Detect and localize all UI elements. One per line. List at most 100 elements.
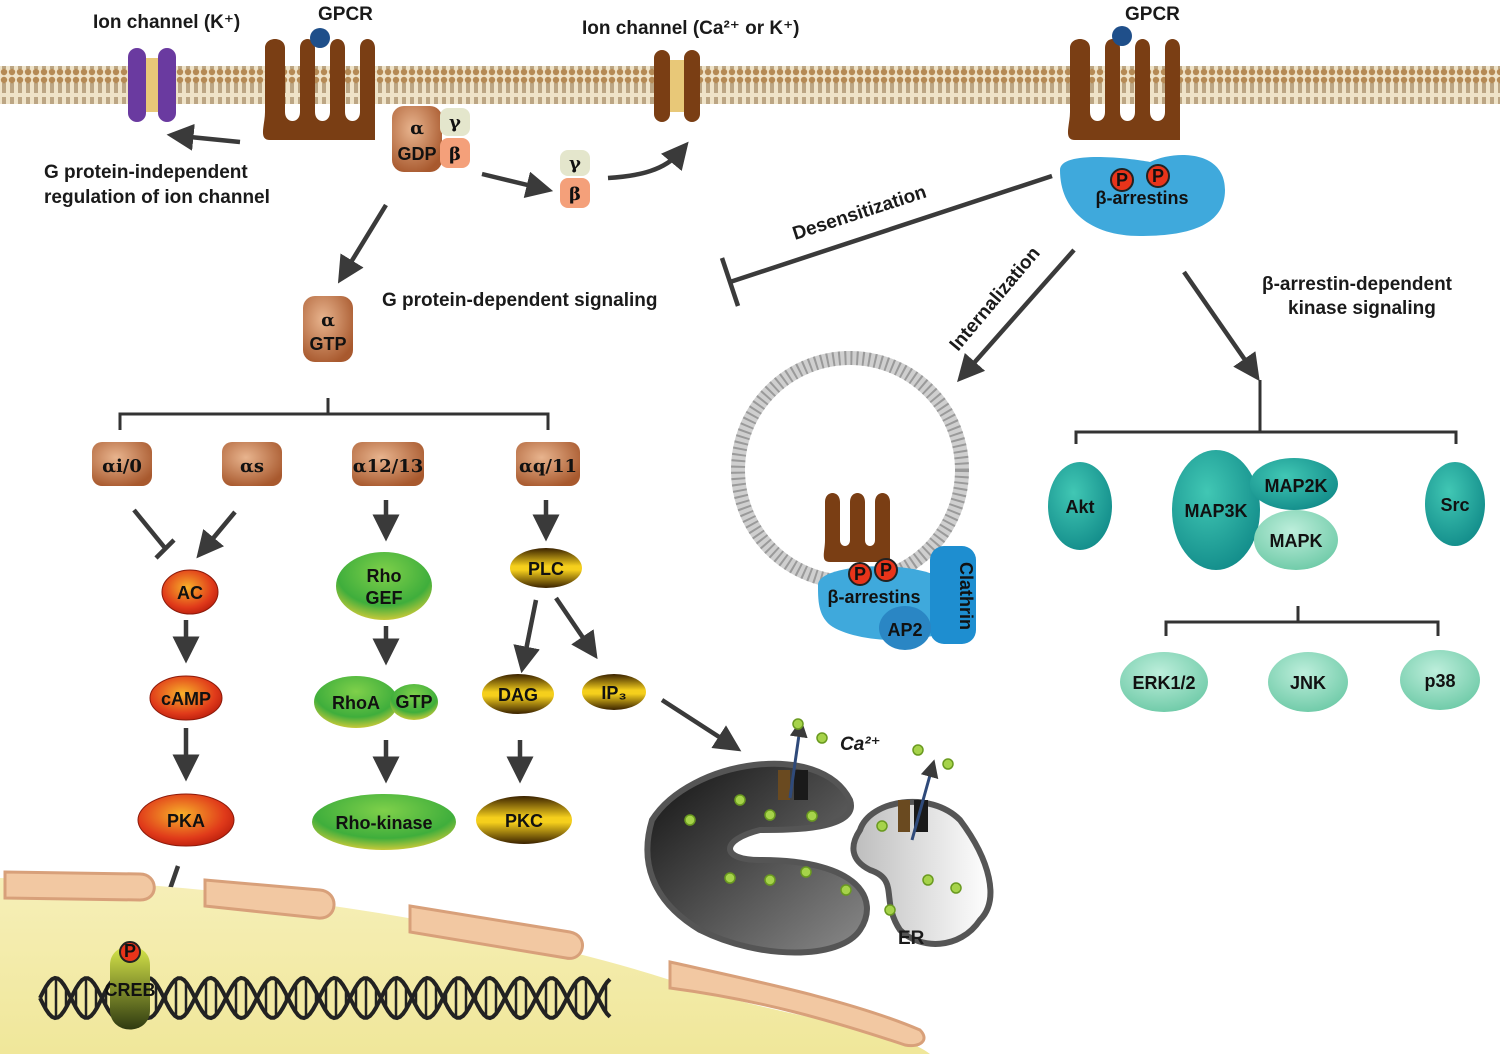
map2k-node [1250, 458, 1338, 510]
er-ca-channel-icon-2 [898, 759, 939, 841]
pka-node [137, 793, 235, 847]
rhoa-node [314, 676, 398, 728]
rhoa-gtp-node [390, 684, 438, 720]
ca-label: Ca²⁺ [840, 734, 881, 755]
creb-label: CREB [104, 980, 155, 1000]
alpha-1213-label: α12/13 [353, 456, 424, 477]
plasma-membrane [0, 66, 1500, 104]
internal-phospho-1: P [854, 564, 866, 584]
alpha-1213-node: α12/13 [352, 442, 424, 486]
alpha-i0-label: αi/0 [102, 456, 142, 477]
branch-bracket-mapk [1164, 606, 1440, 636]
ion-channel-k-label: Ion channel (K⁺) [93, 12, 240, 33]
bg-gamma-label: γ [569, 153, 581, 174]
alpha-s-label: αs [240, 456, 264, 477]
alpha-gtp-alpha-label: α [321, 310, 335, 331]
arrow-to-ca-channel [607, 141, 689, 181]
ac-label: AC [177, 583, 203, 603]
gpcr-right-icon [1067, 26, 1180, 140]
alpha-q11-label: αq/11 [519, 456, 577, 477]
ap2-label: AP2 [887, 620, 922, 640]
rho-kinase-label: Rho-kinase [335, 813, 432, 833]
src-label: Src [1440, 495, 1469, 515]
jnk-label: JNK [1290, 673, 1326, 693]
bg-beta-label: β [569, 184, 581, 205]
pkc-node [476, 796, 572, 844]
p38-label: p38 [1424, 671, 1455, 691]
g-gdp-label: GDP [397, 144, 436, 164]
er-organelle [644, 750, 994, 956]
inhibit-line-ac [132, 508, 167, 550]
ion-channel-k-icon [128, 48, 176, 122]
branch-bracket-kinase [1074, 380, 1458, 444]
g-gamma-label: γ [449, 112, 461, 133]
camp-node [149, 675, 223, 721]
erk-label: ERK1/2 [1132, 673, 1195, 693]
arrow-alpha-s-to-ac [196, 510, 237, 559]
map3k-label: MAP3K [1184, 501, 1247, 521]
ion-channel-ca-k-icon [654, 50, 700, 122]
alpha-gtp-gtp-label: GTP [309, 334, 346, 354]
arrestin-phospho-1: P [1116, 170, 1128, 190]
gpcr-right-label: GPCR [1125, 4, 1180, 25]
g-dependent-label: G protein-dependent signaling [382, 290, 658, 311]
internalized-gpcr-icon [823, 493, 890, 562]
clathrin-label: Clathrin [956, 562, 976, 630]
plc-node [510, 548, 582, 588]
mapk-label: MAPK [1270, 531, 1323, 551]
desensitization-bar [719, 257, 741, 307]
ac-node [161, 569, 219, 615]
er-ca-channel-icon-1 [778, 719, 808, 800]
arrow-to-alpha-gtp [337, 203, 388, 284]
arrestin-label: β-arrestins [1095, 188, 1188, 208]
arrestin-kinase-label-1: β-arrestin-dependent [1262, 274, 1453, 295]
jnk-node [1268, 652, 1348, 712]
alpha-i0-node: αi/0 [92, 442, 152, 486]
desensitization-label: Desensitization [790, 182, 929, 245]
desensitization-line [729, 173, 1053, 285]
arrow-to-beta-gamma [481, 171, 554, 198]
map2k-label: MAP2K [1264, 476, 1327, 496]
ip3-label: IP₃ [601, 683, 626, 703]
map3k-node [1172, 450, 1260, 570]
ion-channel-ca-k-label: Ion channel (Ca²⁺ or K⁺) [582, 18, 799, 39]
internalized-arrestin-complex: P P β-arrestins AP2 Clathrin [818, 546, 976, 650]
rho-kinase-node [312, 794, 456, 850]
inhibit-bar-ac [154, 538, 176, 560]
akt-label: Akt [1065, 497, 1094, 517]
pkc-label: PKC [505, 811, 543, 831]
ip3-node [582, 674, 646, 710]
g-alpha-label: α [410, 118, 424, 139]
arrow-plc-to-dag [513, 599, 540, 674]
arrow-to-k-channel [166, 123, 241, 151]
mapk-node [1254, 510, 1338, 570]
rho-gef-label-2: GEF [365, 588, 402, 608]
pka-label: PKA [167, 811, 205, 831]
plc-label: PLC [528, 559, 564, 579]
branch-bracket-g [118, 398, 550, 430]
nuclear-envelope [3, 870, 926, 1048]
src-node [1425, 462, 1485, 546]
arrestin-kinase-label-2: kinase signaling [1288, 298, 1436, 319]
arrow-internalization [957, 248, 1076, 383]
rho-gef-node [336, 552, 432, 620]
camp-label: cAMP [161, 689, 211, 709]
dag-node [482, 674, 554, 714]
alpha-gtp-node: α GTP [303, 296, 353, 362]
internal-phospho-2: P [880, 560, 892, 580]
creb-phospho-label: P [124, 941, 136, 961]
beta-arrestin-node: P P β-arrestins [1060, 155, 1225, 236]
g-protein-heterotrimer: α GDP γ β [392, 106, 470, 172]
g-beta-gamma-free: γ β [560, 150, 590, 208]
g-independent-label-2: regulation of ion channel [44, 187, 270, 208]
rho-gef-label-1: Rho [367, 566, 402, 586]
arrow-ip3-to-er [660, 698, 742, 752]
g-independent-label-1: G protein-independent [44, 162, 248, 183]
akt-node [1048, 462, 1112, 550]
arrow-kinase-signaling [1182, 270, 1260, 382]
arrestin-phospho-2: P [1152, 166, 1164, 186]
gpcr-left-label: GPCR [318, 4, 373, 25]
p38-node [1400, 650, 1480, 710]
arrow-plc-to-ip3 [554, 596, 598, 660]
